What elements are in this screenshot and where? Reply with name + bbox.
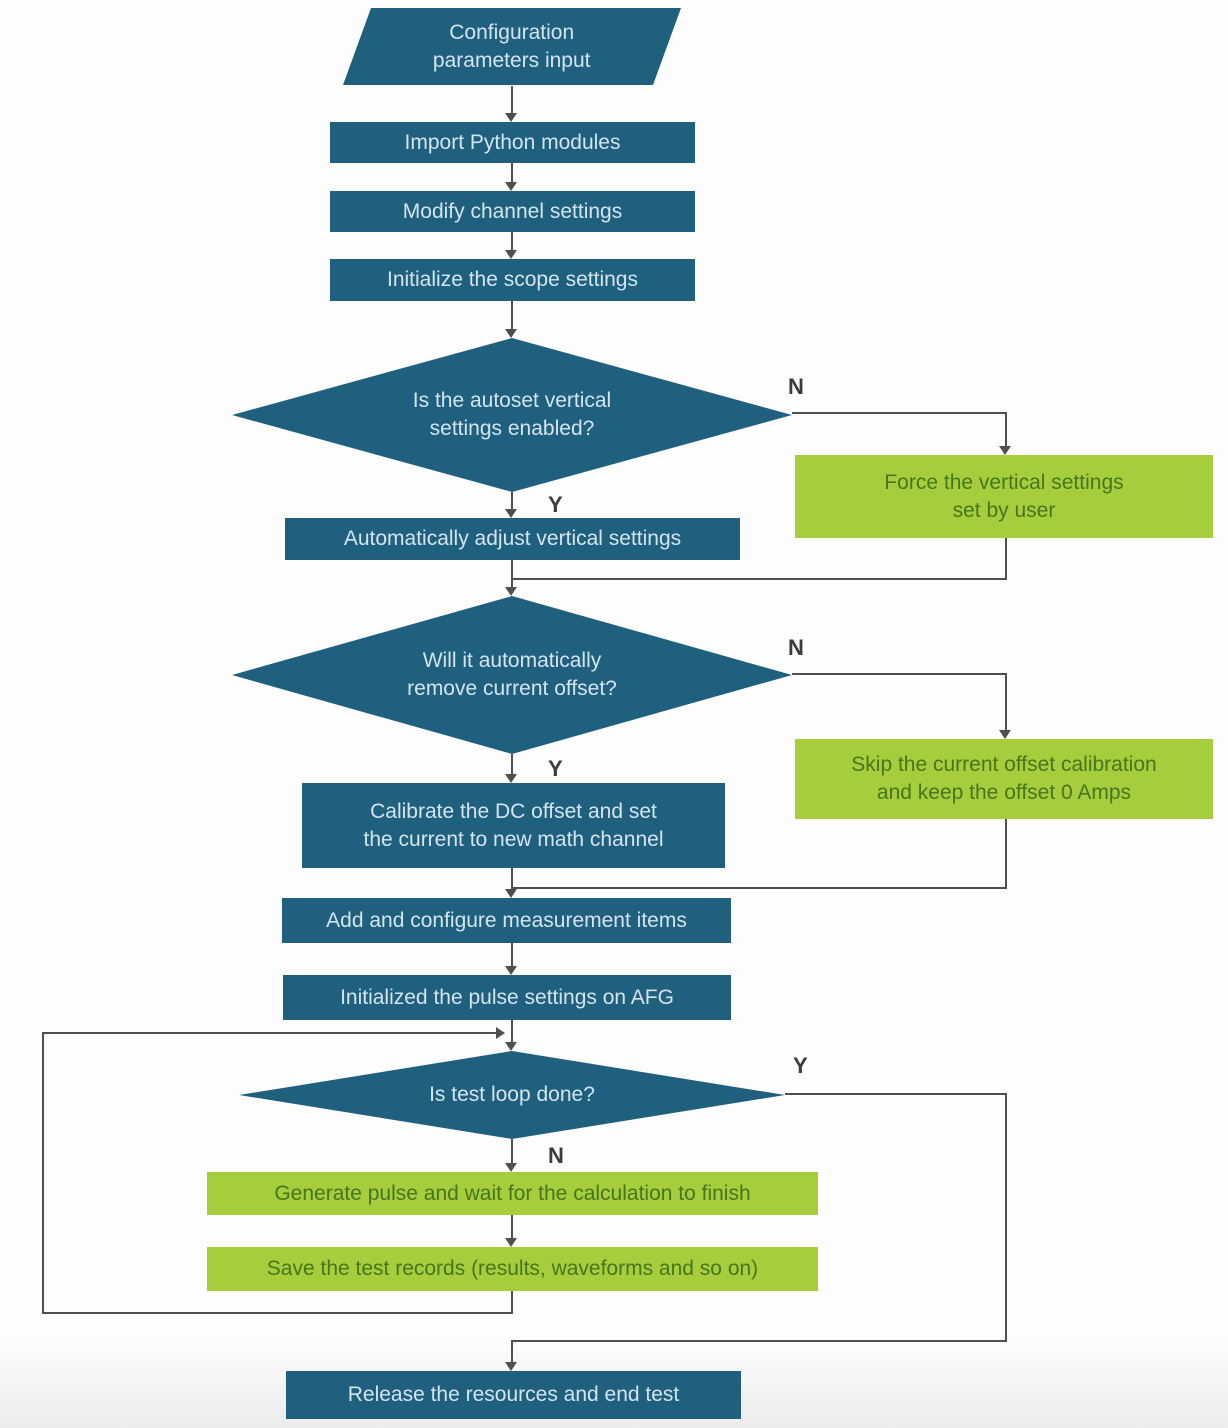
arrowhead-icon bbox=[505, 966, 517, 975]
arrowhead-icon bbox=[505, 889, 517, 898]
node-add-measurement-items: Add and configure measurement items bbox=[282, 898, 731, 943]
node-auto-adjust-vertical: Automatically adjust vertical settings bbox=[285, 518, 740, 560]
node-initialize-scope-settings: Initialize the scope settings bbox=[330, 259, 695, 301]
node-modify-channel-settings: Modify channel settings bbox=[330, 191, 695, 232]
arrowhead-icon bbox=[496, 1027, 505, 1039]
node-decision-test-loop-done: Is test loop done? bbox=[239, 1051, 785, 1139]
edge-skip-return-h bbox=[511, 887, 1007, 889]
edge-label-decision2-no: N bbox=[788, 635, 804, 660]
edge-measure-to-pulse bbox=[511, 943, 513, 967]
edge-decision2-no-v bbox=[1005, 673, 1007, 731]
edge-loopback-top bbox=[42, 1032, 497, 1034]
edge-loopback-bottom bbox=[42, 1312, 513, 1314]
node-config-parameters-input: Configuration parameters input bbox=[342, 8, 682, 85]
node-release-resources-end-test: Release the resources and end test bbox=[286, 1371, 741, 1419]
arrowhead-icon bbox=[505, 1238, 517, 1247]
edge-save-to-loopback bbox=[511, 1291, 513, 1314]
edge-decision3-yes-h bbox=[785, 1093, 1007, 1095]
node-label: Configuration parameters input bbox=[433, 20, 591, 72]
edge-decision3-yes-v bbox=[1005, 1093, 1007, 1342]
edge-label-decision1-no: N bbox=[788, 374, 804, 399]
node-calibrate-dc-offset: Calibrate the DC offset and set the curr… bbox=[302, 783, 725, 868]
edge-start-to-import bbox=[511, 86, 513, 114]
arrowhead-icon bbox=[505, 587, 517, 596]
edge-force-return-v bbox=[1005, 538, 1007, 580]
node-decision-autoset-vertical: Is the autoset vertical settings enabled… bbox=[232, 338, 792, 492]
arrowhead-icon bbox=[505, 329, 517, 338]
arrowhead-icon bbox=[505, 113, 517, 122]
edge-decision3-no bbox=[511, 1139, 513, 1164]
node-initialized-pulse-afg: Initialized the pulse settings on AFG bbox=[283, 975, 731, 1020]
edge-force-return-h bbox=[511, 578, 1007, 580]
edge-decision1-no-v bbox=[1005, 412, 1007, 447]
node-save-test-records: Save the test records (results, waveform… bbox=[207, 1247, 818, 1291]
arrowhead-icon bbox=[505, 250, 517, 259]
node-generate-pulse-wait: Generate pulse and wait for the calculat… bbox=[207, 1172, 818, 1215]
edge-to-release-v bbox=[511, 1340, 513, 1362]
edge-decision2-no-h bbox=[792, 673, 1007, 675]
arrowhead-icon bbox=[505, 774, 517, 783]
arrowhead-icon bbox=[999, 730, 1011, 739]
edge-label-decision3-no: N bbox=[548, 1143, 564, 1168]
arrowhead-icon bbox=[505, 1362, 517, 1371]
edge-label-decision3-yes: Y bbox=[793, 1053, 808, 1078]
arrowhead-icon bbox=[505, 1042, 517, 1051]
edge-import-to-modify bbox=[511, 163, 513, 183]
node-decision-remove-offset: Will it automatically remove current off… bbox=[232, 596, 792, 754]
edge-decision1-yes bbox=[511, 492, 513, 510]
edge-decision3-yes-h2 bbox=[511, 1340, 1007, 1342]
edge-skip-return-v bbox=[1005, 819, 1007, 889]
edge-decision2-yes bbox=[511, 754, 513, 775]
arrowhead-icon bbox=[505, 1163, 517, 1172]
edge-autoadjust-to-decision2 bbox=[511, 560, 513, 588]
edge-pulse-to-decision3 bbox=[511, 1020, 513, 1043]
edge-decision1-no-h bbox=[792, 412, 1007, 414]
edge-initscope-to-decision1 bbox=[511, 301, 513, 330]
arrowhead-icon bbox=[505, 182, 517, 191]
node-import-python-modules: Import Python modules bbox=[330, 122, 695, 163]
edge-label-decision1-yes: Y bbox=[548, 492, 563, 517]
node-skip-offset-calibration: Skip the current offset calibration and … bbox=[795, 739, 1213, 819]
arrowhead-icon bbox=[999, 446, 1011, 455]
edge-calibrate-to-measure bbox=[511, 868, 513, 890]
edge-loopback-left bbox=[42, 1032, 44, 1313]
edge-generate-to-save bbox=[511, 1215, 513, 1239]
node-force-vertical-settings: Force the vertical settings set by user bbox=[795, 455, 1213, 538]
arrowhead-icon bbox=[505, 509, 517, 518]
edge-modify-to-initscope bbox=[511, 232, 513, 251]
edge-label-decision2-yes: Y bbox=[548, 756, 563, 781]
